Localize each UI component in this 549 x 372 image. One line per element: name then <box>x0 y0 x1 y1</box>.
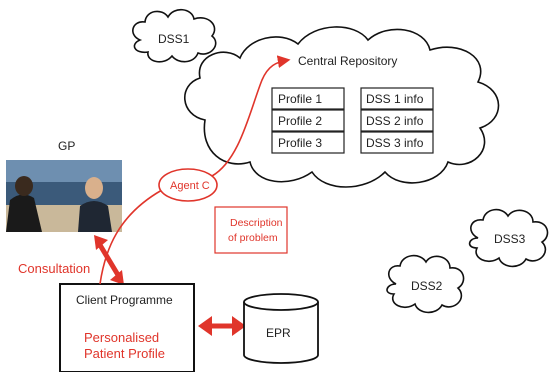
dss2-cloud <box>386 254 465 314</box>
dss-info-label: DSS 1 info <box>366 92 424 106</box>
description-box <box>214 206 288 254</box>
agent-c-node <box>158 168 218 202</box>
profile-label: Profile 2 <box>278 114 322 128</box>
dss-info-box <box>360 87 434 110</box>
profile-box <box>271 131 345 154</box>
dss2-label: DSS2 <box>411 279 443 293</box>
dss3-label: DSS3 <box>494 232 526 246</box>
dss1-cloud <box>132 8 217 63</box>
profile-label: Profile 3 <box>278 136 322 150</box>
patient-profile-line: Patient Profile <box>84 346 165 361</box>
dss1-label: DSS1 <box>158 32 190 46</box>
profile-list: Profile 1 Profile 2 Profile 3 <box>271 87 345 154</box>
epr-label: EPR <box>266 326 291 340</box>
profile-box <box>271 87 345 110</box>
gp-consultation-photo <box>6 160 122 232</box>
dss-info-label: DSS 3 info <box>366 136 424 150</box>
description-line1: Description <box>230 217 283 229</box>
dss-info-box <box>360 109 434 132</box>
profile-box <box>271 109 345 132</box>
dss3-cloud <box>468 208 549 268</box>
description-line2: of problem <box>228 232 278 244</box>
client-programme-title: Client Programme <box>76 293 173 307</box>
profile-label: Profile 1 <box>278 92 322 106</box>
dss-info-box <box>360 131 434 154</box>
client-epr-arrow <box>198 316 246 336</box>
agent-to-repository-arrow <box>211 55 291 177</box>
epr-database-icon <box>243 293 319 364</box>
consultation-label: Consultation <box>18 261 90 276</box>
personalised-line: Personalised <box>84 330 159 345</box>
central-repository-title: Central Repository <box>298 54 397 68</box>
client-to-agent-line <box>99 189 163 285</box>
client-programme-box <box>59 283 195 372</box>
agent-c-label: Agent C <box>170 180 210 192</box>
dss-info-list: DSS 1 info DSS 2 info DSS 3 info <box>360 87 434 154</box>
gp-label: GP <box>58 139 75 153</box>
consultation-arrow <box>94 235 124 285</box>
dss-info-label: DSS 2 info <box>366 114 424 128</box>
